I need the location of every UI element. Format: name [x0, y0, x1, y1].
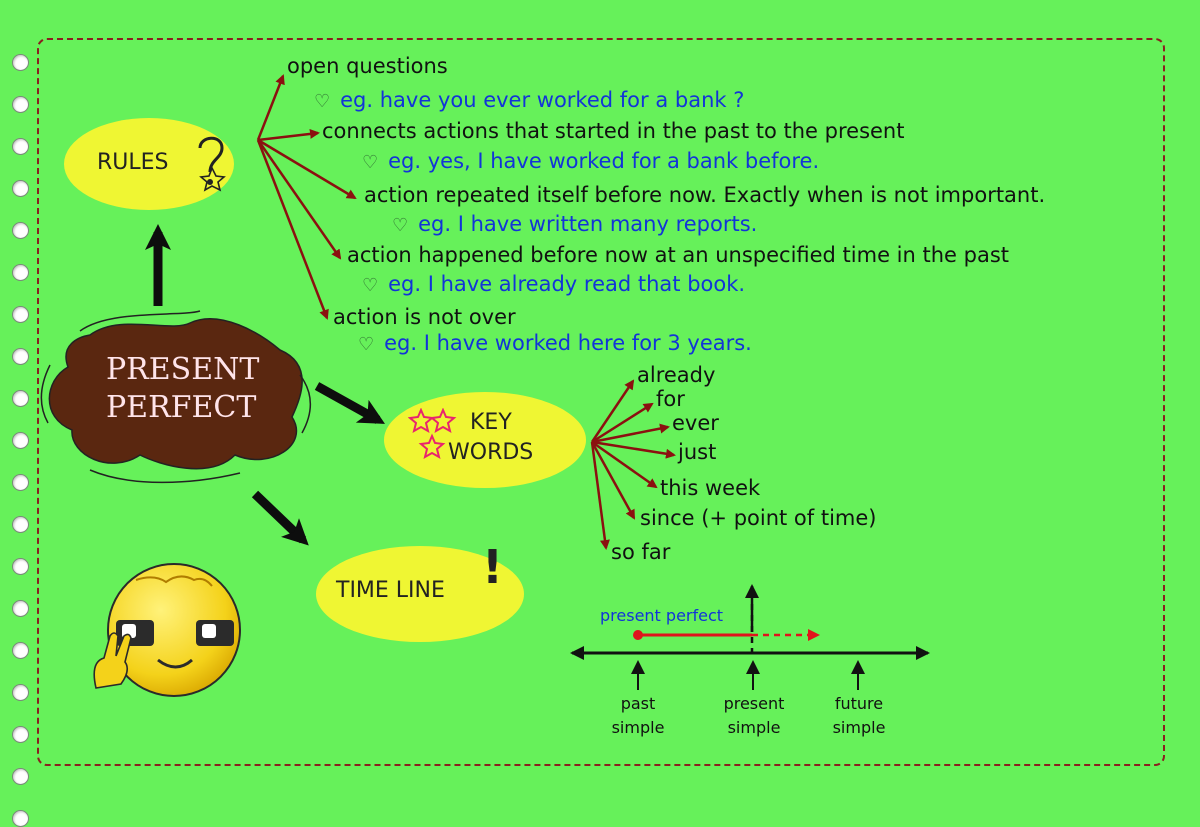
binder-hole — [12, 684, 29, 701]
kw-arrow-5 — [591, 440, 658, 489]
rule-1-example: ♡ eg. have you ever worked for a bank ? — [314, 88, 744, 112]
arrow-to-keywords — [314, 382, 385, 424]
rule-2-text: connects actions that started in the pas… — [322, 119, 905, 143]
binder-hole — [12, 54, 29, 71]
keywords-connectors — [590, 379, 676, 550]
heart-icon: ♡ — [362, 152, 379, 173]
past-simple-line2: simple — [611, 718, 665, 737]
binder-hole — [12, 138, 29, 155]
future-simple-line2: simple — [832, 718, 886, 737]
rules-connectors — [256, 74, 357, 320]
rules-arrow-1 — [256, 74, 285, 141]
binder-hole — [12, 516, 29, 533]
keyword-item: since (+ point of time) — [640, 506, 877, 530]
binder-hole — [12, 474, 29, 491]
rules-arrow-5 — [256, 139, 329, 320]
rule-1-example-text: eg. have you ever worked for a bank ? — [340, 88, 745, 112]
rule-4-text: action happened before now at an unspeci… — [347, 243, 1010, 267]
rule-3-text: action repeated itself before now. Exact… — [364, 183, 1046, 207]
rule-2-example-text: eg. yes, I have worked for a bank before… — [388, 149, 820, 173]
center-title-line2: PERFECT — [106, 390, 257, 425]
arrow-to-timeline — [251, 490, 309, 546]
keywords-label-line1: KEY — [470, 410, 512, 435]
binder-hole — [12, 810, 29, 827]
binder-hole — [12, 642, 29, 659]
heart-icon: ♡ — [358, 334, 375, 355]
kw-arrow-1 — [590, 379, 635, 443]
star-icon — [408, 408, 457, 460]
center-blob — [40, 310, 312, 484]
rule-4-example: ♡ eg. I have already read that book. — [362, 272, 745, 296]
present-simple-line1: present — [723, 694, 785, 713]
binder-hole — [12, 768, 29, 785]
present-simple-label: present simple — [716, 692, 792, 740]
kw-arrow-4 — [591, 440, 676, 459]
kw-arrow-2 — [591, 402, 654, 444]
keyword-item: just — [678, 440, 717, 464]
binder-hole — [12, 348, 29, 365]
keywords-bubble — [384, 392, 586, 488]
rule-1-text: open questions — [287, 54, 448, 78]
binder-hole — [12, 558, 29, 575]
keywords-label-line2: WORDS — [448, 440, 534, 465]
present-perfect-label: present perfect — [600, 606, 724, 625]
present-simple-line2: simple — [727, 718, 781, 737]
heart-icon: ♡ — [362, 275, 379, 296]
binder-hole — [12, 600, 29, 617]
main-arrows — [145, 224, 385, 546]
binder-hole — [12, 306, 29, 323]
future-simple-line1: future — [834, 694, 884, 713]
connector-layer — [145, 74, 930, 690]
binder-hole — [12, 180, 29, 197]
smiley-face-icon — [93, 563, 241, 697]
center-title-line1: PRESENT — [106, 352, 260, 387]
kw-arrow-7 — [590, 441, 610, 550]
heart-icon: ♡ — [392, 215, 409, 236]
past-simple-label: past simple — [608, 692, 668, 740]
rules-bubble — [64, 118, 234, 210]
rules-arrow-3 — [257, 138, 357, 200]
rules-arrow-2 — [257, 128, 320, 142]
binder-hole — [12, 432, 29, 449]
rule-5-text: action is not over — [333, 305, 516, 329]
rule-3-example-text: eg. I have written many reports. — [418, 212, 758, 236]
keyword-item: for — [656, 387, 685, 411]
rules-label: RULES — [97, 150, 169, 175]
past-simple-line1: past — [620, 694, 656, 713]
rule-5-example-text: eg. I have worked here for 3 years. — [384, 331, 752, 355]
heart-icon: ♡ — [314, 91, 331, 112]
rule-3-example: ♡ eg. I have written many reports. — [392, 212, 757, 236]
rule-4-example-text: eg. I have already read that book. — [388, 272, 746, 296]
keyword-item: ever — [672, 411, 719, 435]
dashed-frame — [37, 38, 1165, 766]
timeline-diagram — [570, 584, 930, 690]
rule-2-example: ♡ eg. yes, I have worked for a bank befor… — [362, 149, 819, 173]
binder-hole — [12, 726, 29, 743]
future-simple-label: future simple — [824, 692, 894, 740]
present-perfect-start-dot — [633, 630, 643, 640]
binder-hole — [12, 96, 29, 113]
timeline-bubble — [316, 546, 524, 642]
binder-hole — [12, 264, 29, 281]
timeline-label: TIME LINE — [336, 578, 445, 603]
keyword-item: this week — [660, 476, 761, 500]
rules-arrow-4 — [256, 139, 342, 260]
kw-arrow-3 — [591, 423, 670, 444]
exclamation-icon: ! — [482, 540, 503, 594]
binder-hole — [12, 222, 29, 239]
question-mark-icon — [198, 136, 226, 192]
keyword-item: so far — [611, 540, 671, 564]
keyword-item: already — [637, 363, 716, 387]
rule-5-example: ♡ eg. I have worked here for 3 years. — [358, 331, 752, 355]
binder-hole — [12, 390, 29, 407]
kw-arrow-6 — [590, 441, 636, 520]
